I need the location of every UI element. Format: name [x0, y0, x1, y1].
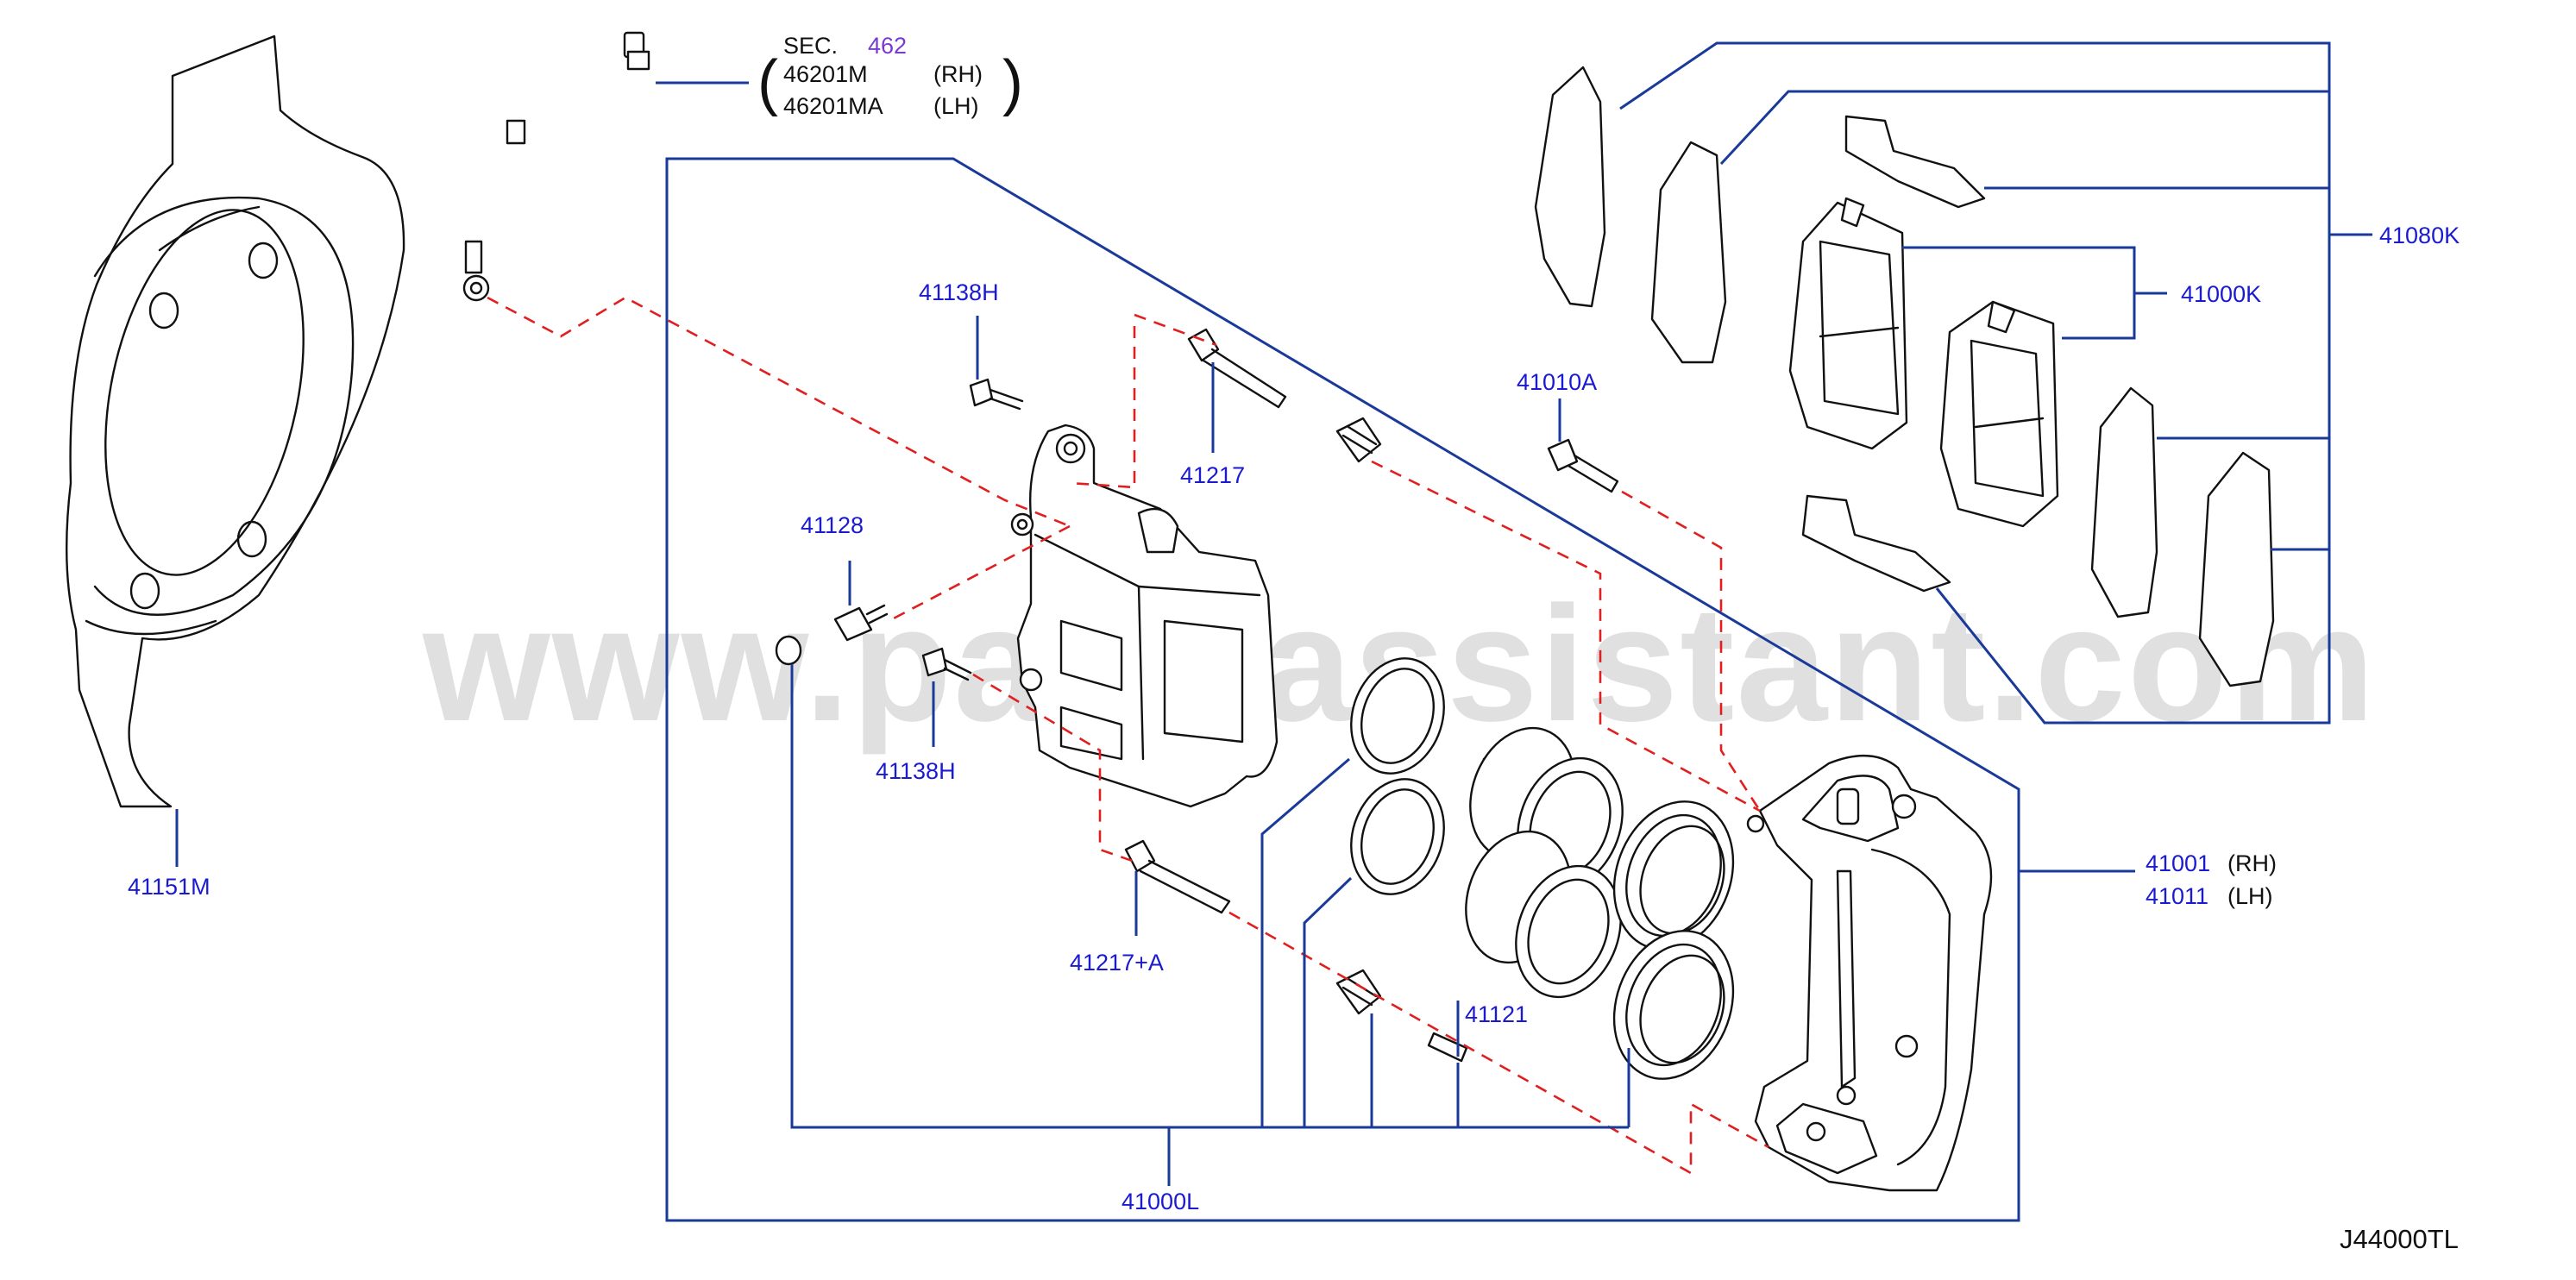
- label-41010A[interactable]: 41010A: [1517, 369, 1597, 395]
- caliper-part-1[interactable]: 41001: [2146, 850, 2210, 876]
- seals-drawing[interactable]: [1337, 646, 1754, 1095]
- caliper-side-1: (RH): [2227, 850, 2277, 876]
- label-41151M[interactable]: 41151M: [128, 874, 210, 900]
- label-41000K[interactable]: 41000K: [2181, 281, 2261, 307]
- brake-hose-drawing[interactable]: [462, 31, 650, 302]
- caliper-side-2: (LH): [2227, 883, 2273, 909]
- brake-pads-drawing[interactable]: [1534, 66, 2275, 687]
- label-41000L[interactable]: 41000L: [1122, 1189, 1199, 1214]
- part-labels: SEC. 462 ( 46201M (RH) 46201MA (LH) ) 41…: [128, 33, 2460, 1254]
- caliper-body-drawing[interactable]: [1010, 424, 1279, 808]
- paren-close-icon: ): [1002, 48, 1023, 117]
- label-41080K[interactable]: 41080K: [2379, 223, 2460, 248]
- pistons-drawing[interactable]: [1448, 713, 1640, 1012]
- label-41217A[interactable]: 41217+A: [1070, 950, 1164, 976]
- paren-open-icon: (: [757, 48, 778, 117]
- label-41138H-bottom[interactable]: 41138H: [876, 758, 956, 784]
- caliper-part-2[interactable]: 41011: [2146, 883, 2208, 909]
- hose-side-1: (RH): [933, 61, 983, 87]
- leader-lines: [175, 41, 2372, 1222]
- caliper-bracket-drawing[interactable]: [1746, 755, 1993, 1192]
- hose-part-1[interactable]: 46201M: [783, 61, 868, 87]
- hose-side-2: (LH): [933, 93, 979, 119]
- section-number-link[interactable]: 462: [868, 33, 907, 59]
- dust-shield-drawing[interactable]: [66, 35, 405, 808]
- diagram-code: J44000TL: [2340, 1224, 2459, 1254]
- label-41217[interactable]: 41217: [1180, 462, 1245, 488]
- label-41128[interactable]: 41128: [801, 512, 864, 538]
- label-41138H-top[interactable]: 41138H: [919, 279, 999, 305]
- assembly-dashed-lines: [487, 296, 1769, 1176]
- label-41121[interactable]: 41121: [1465, 1001, 1528, 1027]
- section-prefix: SEC.: [783, 33, 838, 59]
- hose-part-2[interactable]: 46201MA: [783, 93, 883, 119]
